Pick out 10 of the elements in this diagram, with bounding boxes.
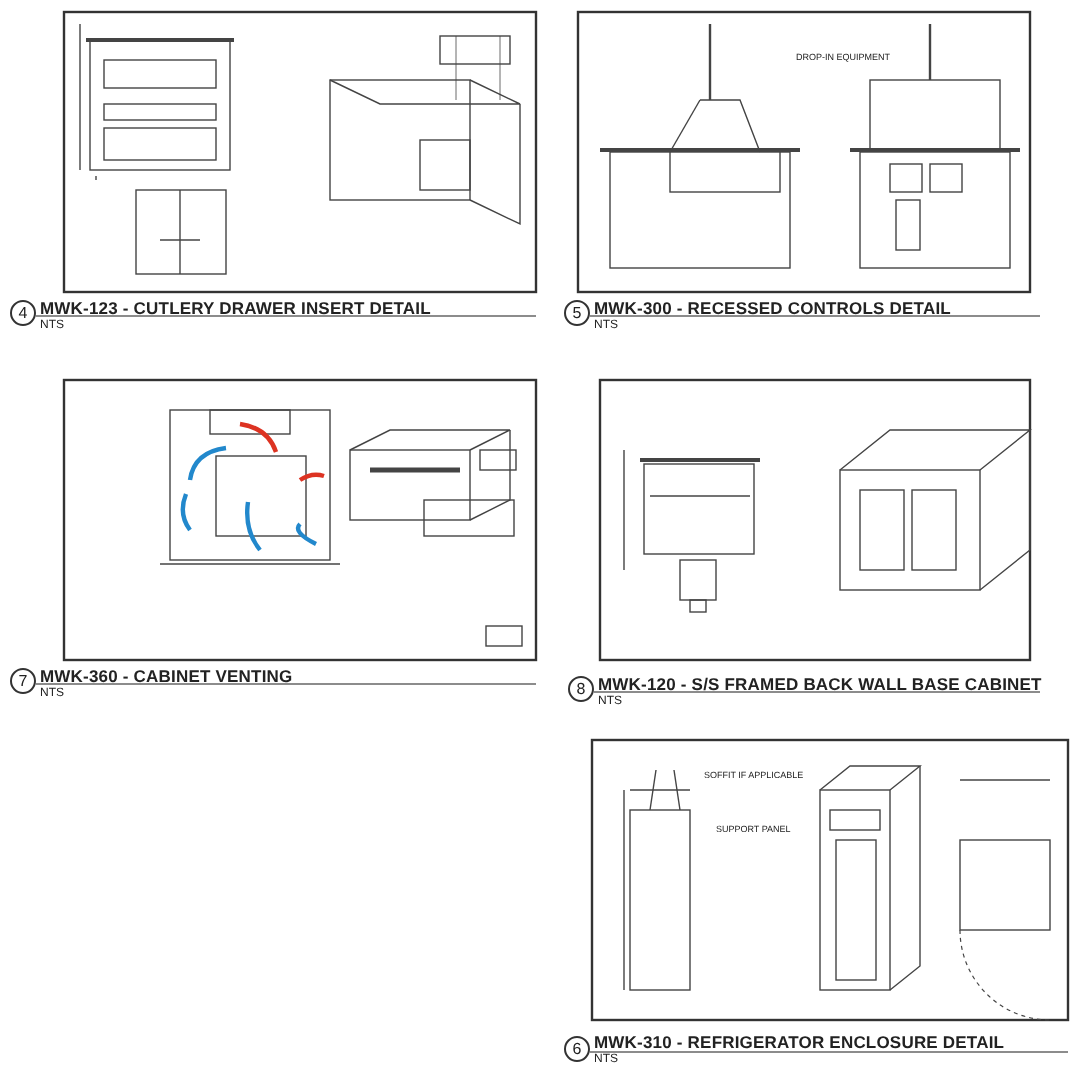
detail-title: MWK-300 - RECESSED CONTROLS DETAIL — [594, 298, 951, 318]
detail-title: MWK-360 - CABINET VENTING — [40, 666, 293, 686]
callout-number: 7 — [10, 668, 36, 694]
callout-number: 6 — [564, 1036, 590, 1062]
callout-number: 5 — [564, 300, 590, 326]
callout-number: 8 — [568, 676, 594, 702]
detail-title: MWK-123 - CUTLERY DRAWER INSERT DETAIL — [40, 298, 431, 318]
callout-number: 4 — [10, 300, 36, 326]
detail-title: MWK-310 - REFRIGERATOR ENCLOSURE DETAIL — [594, 1032, 1005, 1052]
detail-title: MWK-120 - S/S FRAMED BACK WALL BASE CABINET — [598, 674, 1042, 694]
